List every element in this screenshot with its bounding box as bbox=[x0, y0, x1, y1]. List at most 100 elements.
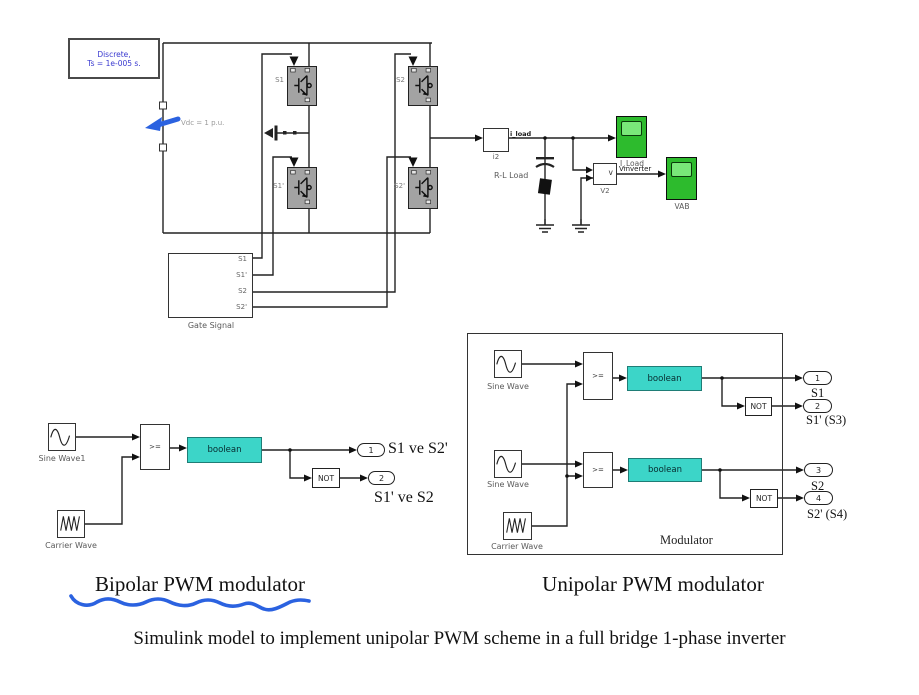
outport-number: 2 bbox=[814, 401, 821, 411]
bipolar-boolean-block: boolean bbox=[187, 437, 262, 463]
rl-load-label: R-L Load bbox=[494, 171, 529, 180]
not-label: NOT bbox=[755, 494, 773, 503]
unipolar-outport-4: 4 bbox=[804, 491, 833, 505]
unipolar-relational-operator1-block: >= bbox=[583, 352, 613, 400]
unipolar-out1-label: S1 bbox=[811, 386, 825, 400]
v2-label: V2 bbox=[600, 187, 610, 195]
igbt-icon bbox=[411, 68, 433, 103]
igbt-s1-block bbox=[287, 66, 317, 106]
scope-vab bbox=[666, 157, 697, 200]
triangle-wave-icon bbox=[60, 516, 80, 531]
unipolar-sine2-label: Sine Wave bbox=[487, 480, 529, 489]
outport-number: 1 bbox=[814, 373, 821, 383]
discrete-solver-annotation: Discrete, Ts = 1e-005 s. bbox=[68, 38, 160, 79]
sine-wave-icon bbox=[50, 428, 71, 446]
gate-port-s1p: S1' bbox=[236, 271, 247, 279]
bipolar-outport-2: 2 bbox=[368, 471, 395, 485]
triangle-wave-icon bbox=[506, 518, 526, 533]
s2-label: S2 bbox=[396, 76, 405, 84]
bipolar-sine-wave-block bbox=[48, 423, 76, 451]
bipolar-carrier-label: Carrier Wave bbox=[45, 541, 97, 550]
unipolar-boolean2-block: boolean bbox=[628, 458, 702, 482]
gate-signal-label: Gate Signal bbox=[187, 321, 235, 330]
i-load-wire-label: i_load bbox=[510, 130, 532, 138]
unipolar-title: Unipolar PWM modulator bbox=[542, 572, 764, 596]
i2-label: i2 bbox=[492, 153, 500, 161]
sine-wave-icon bbox=[496, 455, 517, 473]
vinverter-wire-label: Vinverter bbox=[619, 165, 652, 173]
unipolar-outport-2: 2 bbox=[803, 399, 832, 413]
igbt-icon bbox=[290, 170, 312, 205]
igbt-s2p-block bbox=[408, 167, 438, 209]
igbt-icon bbox=[290, 68, 312, 103]
igbt-s1p-block bbox=[287, 167, 317, 209]
scope-vab-label: VAB bbox=[674, 202, 690, 211]
igbt-s2-block bbox=[408, 66, 438, 106]
relop-glyph: >= bbox=[149, 443, 161, 451]
unipolar-not2-block: NOT bbox=[750, 489, 778, 508]
igbt-icon bbox=[411, 170, 433, 205]
unipolar-modulator-label: Modulator bbox=[660, 533, 713, 547]
voltage-measurement-block: v bbox=[593, 163, 617, 185]
unipolar-sine-wave2-block bbox=[494, 450, 522, 478]
unipolar-out2-label: S1' (S3) bbox=[806, 413, 847, 427]
boolean-label: boolean bbox=[647, 373, 682, 384]
unipolar-carrier-label: Carrier Wave bbox=[491, 542, 543, 551]
relop-glyph: >= bbox=[592, 466, 604, 474]
gate-port-s1: S1 bbox=[238, 255, 247, 263]
outport-number: 2 bbox=[378, 473, 385, 483]
s1-label: S1 bbox=[275, 76, 284, 84]
unipolar-arrowheads bbox=[565, 360, 804, 502]
unipolar-relational-operator2-block: >= bbox=[583, 452, 613, 488]
not-label: NOT bbox=[750, 402, 767, 411]
v2-glyph: v bbox=[608, 168, 613, 177]
scope-iload-label: I_Load bbox=[620, 159, 644, 168]
midpoint-element-icon bbox=[264, 125, 297, 141]
s2p-label: S2' bbox=[394, 182, 405, 190]
unipolar-not1-block: NOT bbox=[745, 397, 772, 416]
gate-port-s2: S2 bbox=[238, 287, 247, 295]
dc-source-icon bbox=[145, 101, 181, 152]
unipolar-carrier-wave-block bbox=[503, 512, 532, 540]
unipolar-outport-1: 1 bbox=[803, 371, 832, 385]
ground-icon bbox=[536, 219, 590, 233]
bipolar-relational-operator-block: >= bbox=[140, 424, 170, 470]
gate-arrowheads bbox=[289, 56, 418, 167]
outport-number: 4 bbox=[815, 493, 822, 503]
unipolar-out4-label: S2' (S4) bbox=[807, 507, 848, 521]
unipolar-wires bbox=[521, 363, 800, 527]
outport-number: 1 bbox=[368, 445, 374, 455]
relop-glyph: >= bbox=[592, 372, 604, 380]
bipolar-out1-label: S1 ve S2' bbox=[388, 440, 448, 457]
scope-screen bbox=[671, 162, 692, 177]
not-label: NOT bbox=[317, 473, 335, 483]
pen-underline bbox=[69, 594, 311, 612]
bipolar-arrowheads bbox=[132, 433, 368, 482]
unipolar-sine-wave1-block bbox=[494, 350, 522, 378]
scope-iload bbox=[616, 116, 647, 158]
scope-screen bbox=[621, 121, 642, 136]
unipolar-out3-label: S2 bbox=[811, 479, 825, 493]
bipolar-not-block: NOT bbox=[312, 468, 340, 488]
unipolar-outport-3: 3 bbox=[804, 463, 833, 477]
unipolar-subsystem-box bbox=[467, 333, 783, 555]
outport-number: 3 bbox=[815, 465, 822, 475]
bipolar-title: Bipolar PWM modulator bbox=[95, 572, 305, 596]
figure-caption: Simulink model to implement unipolar PWM… bbox=[133, 628, 786, 649]
bipolar-out2-label: S1' ve S2 bbox=[374, 489, 434, 506]
unipolar-boolean1-block: boolean bbox=[627, 366, 702, 391]
gate-port-s2p: S2' bbox=[236, 303, 247, 311]
bipolar-wires bbox=[76, 436, 364, 525]
boolean-label: boolean bbox=[207, 445, 242, 455]
s1p-label: S1' bbox=[273, 182, 284, 190]
sine-wave-icon bbox=[496, 355, 517, 373]
vdc-label: Vdc = 1 p.u. bbox=[181, 119, 225, 127]
discrete-note-line1: Discrete, bbox=[97, 49, 131, 59]
boolean-label: boolean bbox=[648, 465, 682, 475]
current-measurement-block bbox=[483, 128, 509, 152]
bipolar-carrier-wave-block bbox=[57, 510, 85, 538]
bipolar-outport-1: 1 bbox=[357, 443, 385, 457]
rl-load-element-icon bbox=[535, 157, 555, 195]
